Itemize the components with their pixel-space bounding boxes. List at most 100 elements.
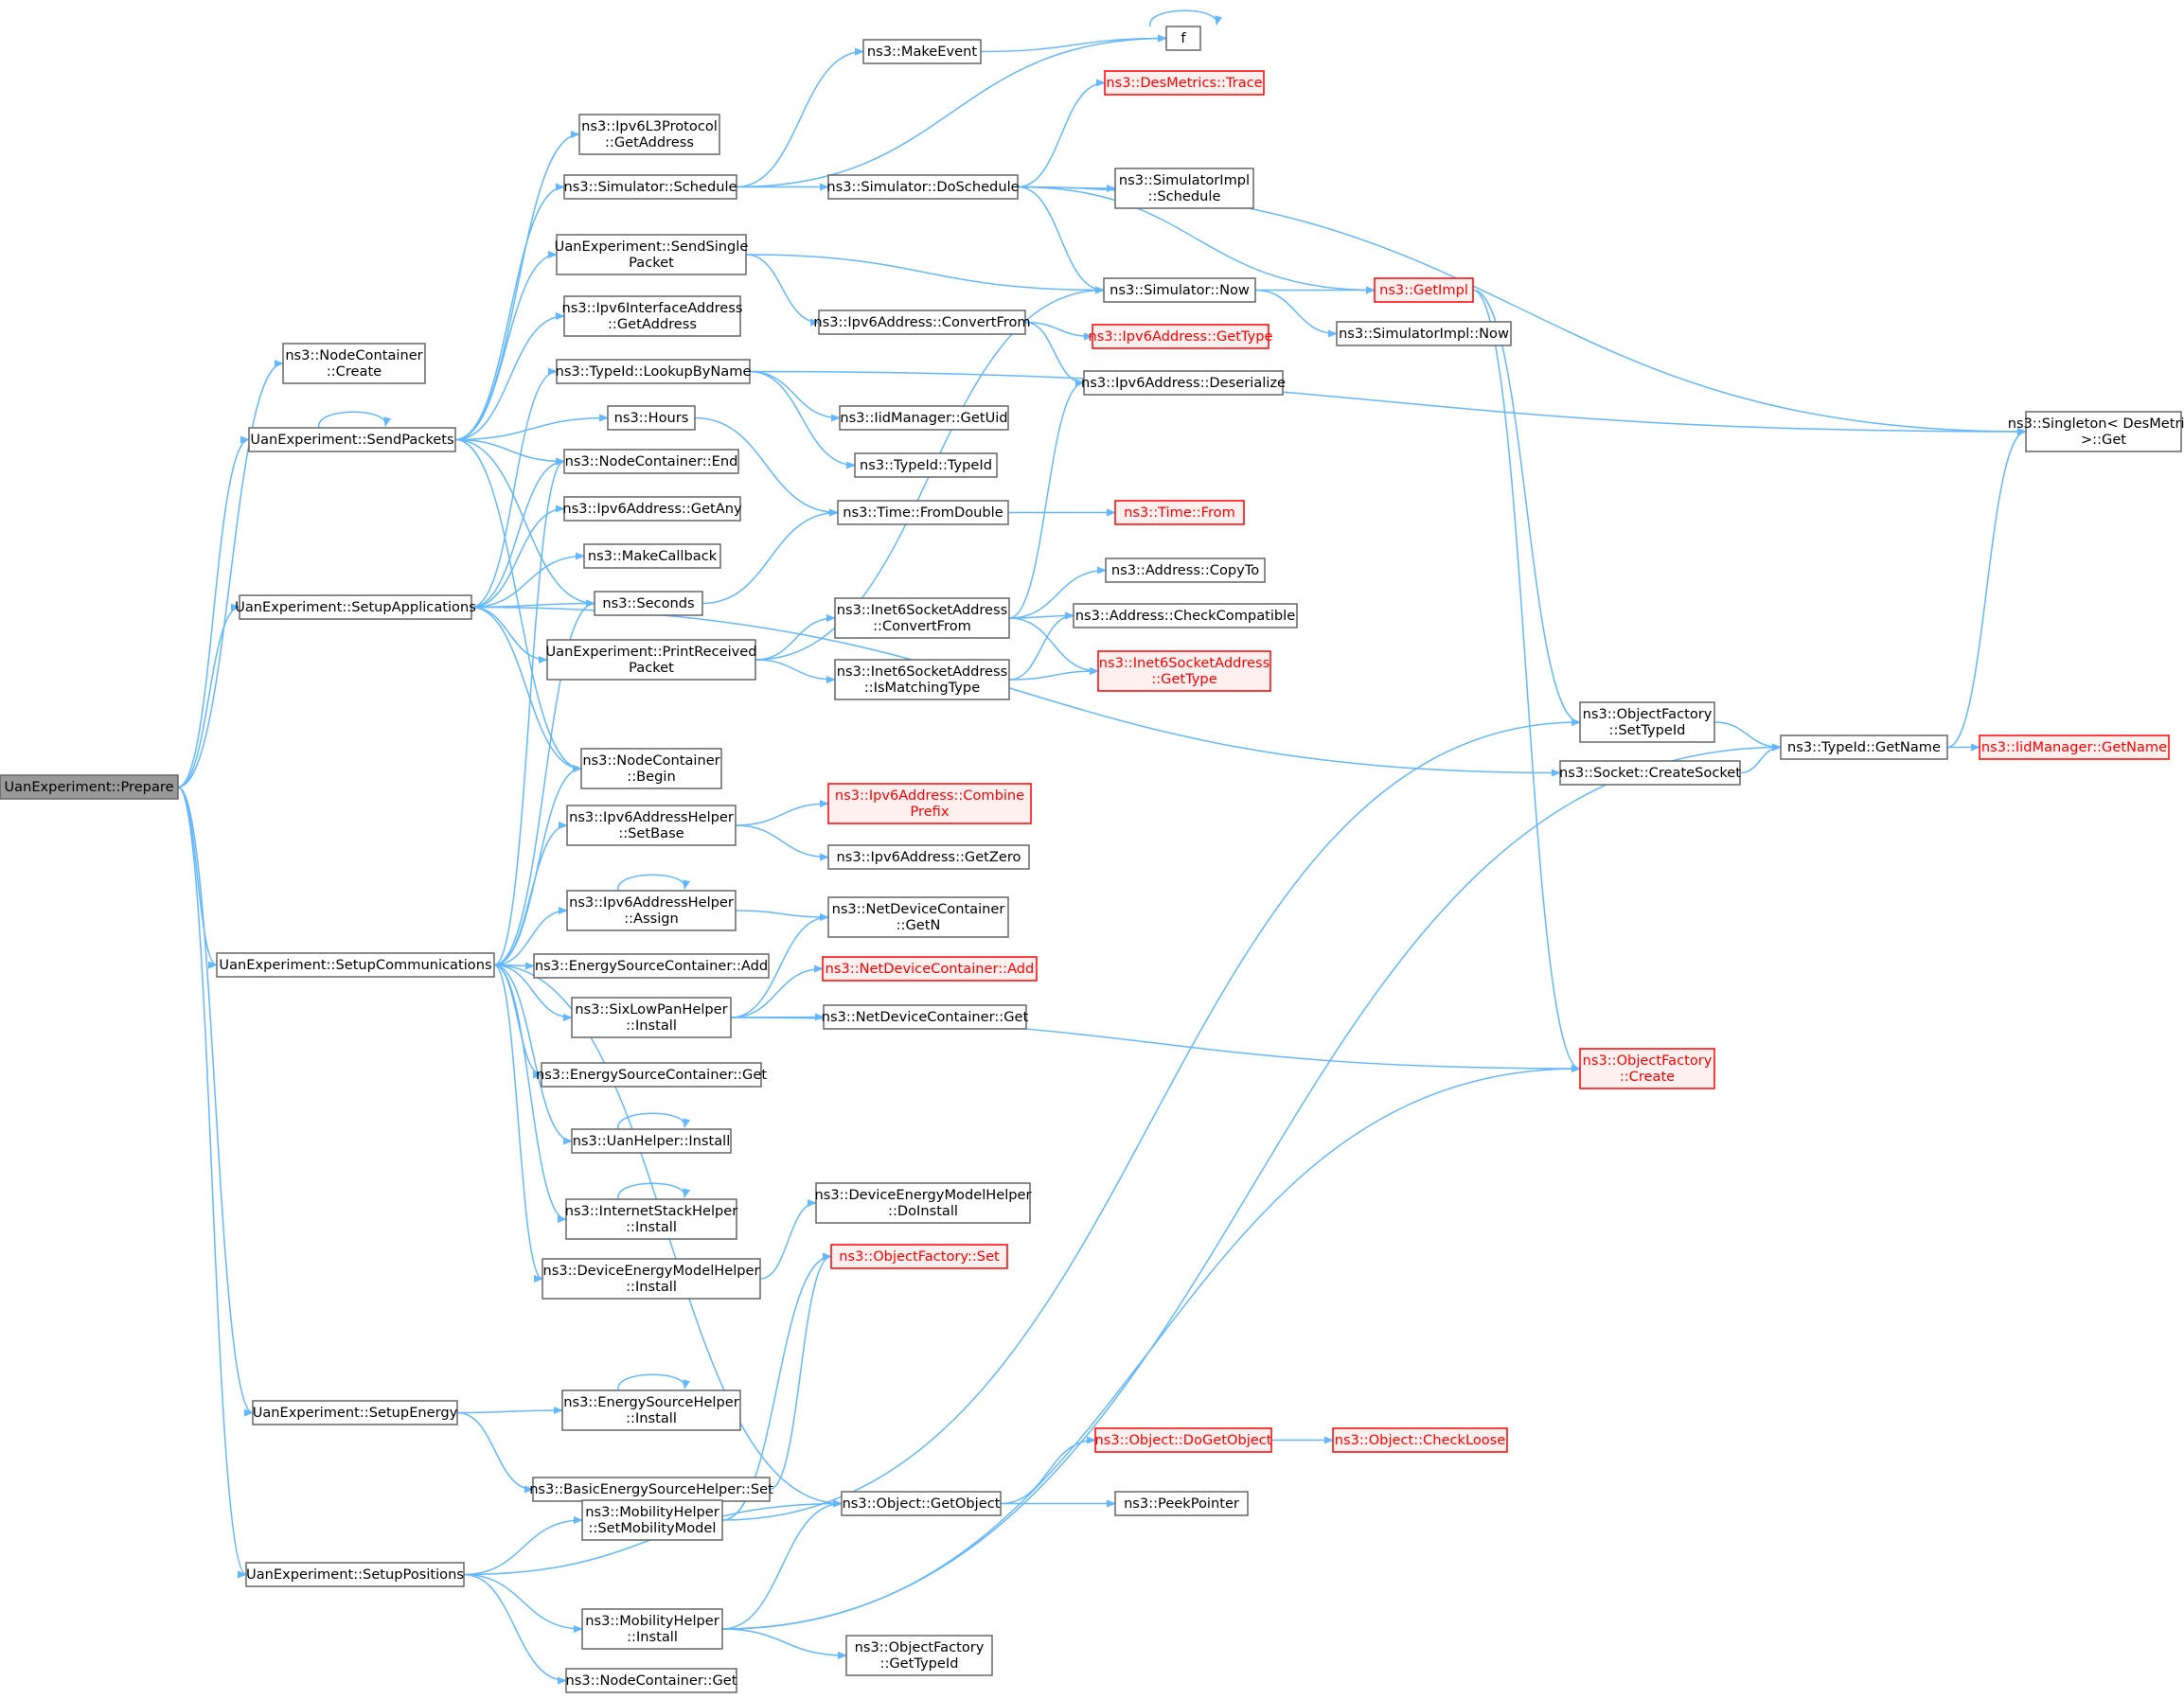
node-ns3-typeid-lookupbyname[interactable]: ns3::TypeId::LookupByName: [556, 359, 752, 384]
node-label: ns3::Object::DoGetObject: [1094, 1432, 1271, 1448]
node-ns3-nodecontainer-end[interactable]: ns3::NodeContainer::End: [563, 449, 739, 474]
node-ns3-object-getobject[interactable]: ns3::Object::GetObject: [841, 1491, 1002, 1516]
node-label: ns3::NetDeviceContainer: [832, 901, 1005, 917]
node-box: [563, 295, 741, 337]
node-ns3-ipv6address-convertfrom[interactable]: ns3::Ipv6Address::ConvertFrom: [813, 310, 1031, 335]
node-ns3-inet6socketaddress-convertfrom[interactable]: ns3::Inet6SocketAddress::ConvertFrom: [834, 597, 1010, 639]
node-label: ns3::Time::FromDouble: [843, 504, 1003, 521]
node-ns3-nodecontainer-create[interactable]: ns3::NodeContainer::Create: [282, 343, 426, 384]
node-label: ns3::ObjectFactory: [855, 1639, 985, 1655]
node-ns3-sixlowpanhelper-install[interactable]: ns3::SixLowPanHelper::Install: [571, 997, 732, 1038]
node-ns3-socket-createsocket[interactable]: ns3::Socket::CreateSocket: [1559, 760, 1741, 786]
node-ns3-makeevent[interactable]: ns3::MakeEvent: [862, 39, 982, 64]
node-box: [1092, 324, 1270, 349]
node-ns3-nodecontainer-get[interactable]: ns3::NodeContainer::Get: [565, 1668, 737, 1693]
edge-printreceived-to-inet6_convertfrom: [755, 614, 836, 661]
node-ns3-simulator-now[interactable]: ns3::Simulator::Now: [1103, 277, 1256, 303]
node-ns3-simulatorimpl-schedule[interactable]: ns3::SimulatorImpl::Schedule: [1114, 168, 1254, 209]
node-ns3-typeid-getname[interactable]: ns3::TypeId::GetName: [1780, 734, 1948, 760]
node-ns3-simulatorimpl-now[interactable]: ns3::SimulatorImpl::Now: [1336, 321, 1512, 346]
node-ns3-time-from[interactable]: ns3::Time::From: [1114, 500, 1245, 525]
node-ns3-deviceenergymodelhelper-doinstall[interactable]: ns3::DeviceEnergyModelHelper::DoInstall: [814, 1182, 1032, 1224]
node-uanexperiment-setupcommunications[interactable]: UanExperiment::SetupCommunications: [216, 952, 495, 978]
node-label: ns3::ObjectFactory: [1583, 1053, 1713, 1069]
node-ns3-deviceenergymodelhelper-install[interactable]: ns3::DeviceEnergyModelHelper::Install: [542, 1258, 761, 1300]
node-label: ns3::Ipv6Address::ConvertFrom: [813, 314, 1030, 330]
node-ns3-ipv6interfaceaddress-getaddress[interactable]: ns3::Ipv6InterfaceAddress::GetAddress: [562, 295, 743, 337]
node-ns3-netdevicecontainer-get[interactable]: ns3::NetDeviceContainer::Get: [822, 1004, 1029, 1030]
node-box: [245, 1562, 465, 1587]
node-ns3-object-dogetobject[interactable]: ns3::Object::DoGetObject: [1094, 1427, 1272, 1453]
node-label: ns3::MakeEvent: [867, 44, 978, 60]
node-ns3-objectfactory-set[interactable]: ns3::ObjectFactory::Set: [830, 1244, 1008, 1269]
node-ns3-objectfactory-settypeid[interactable]: ns3::ObjectFactory::SetTypeId: [1579, 701, 1715, 743]
node-ns3-ipv6address-deserialize[interactable]: ns3::Ipv6Address::Deserialize: [1081, 370, 1286, 396]
node-ns3-simulator-doschedule[interactable]: ns3::Simulator::DoSchedule: [826, 174, 1020, 200]
node-label: ::SetTypeId: [1609, 722, 1686, 738]
node-ns3-peekpointer[interactable]: ns3::PeekPointer: [1114, 1491, 1249, 1516]
node-label: ::Install: [626, 1219, 677, 1235]
node-label: ::DoInstall: [888, 1203, 958, 1219]
node-ns3-seconds[interactable]: ns3::Seconds: [594, 591, 703, 616]
node-ns3-time-fromdouble[interactable]: ns3::Time::FromDouble: [837, 500, 1009, 525]
node-uanexperiment-prepare[interactable]: UanExperiment::Prepare: [0, 774, 179, 800]
node-label: ns3::UanHelper::Install: [573, 1133, 731, 1149]
node-ns3-basicenergysourcehelper-set[interactable]: ns3::BasicEnergySourceHelper::Set: [529, 1477, 773, 1502]
node-ns3-address-checkcompatible[interactable]: ns3::Address::CheckCompatible: [1073, 603, 1298, 628]
node-ns3-netdevicecontainer-getn[interactable]: ns3::NetDeviceContainer::GetN: [827, 896, 1009, 938]
node-ns3-ipv6addresshelper-setbase[interactable]: ns3::Ipv6AddressHelper::SetBase: [566, 805, 737, 846]
node-uanexperiment-sendpackets[interactable]: UanExperiment::SendPackets: [248, 427, 456, 452]
node-ns3-ipv6addresshelper-assign[interactable]: ns3::Ipv6AddressHelper::Assign: [566, 890, 737, 931]
edge-sendpackets-to-sendpackets: [318, 411, 392, 429]
node-ns3-ipv6address-gettype[interactable]: ns3::Ipv6Address::GetType: [1089, 324, 1273, 349]
node-f[interactable]: f: [1165, 26, 1201, 51]
node-ns3-ipv6address-getzero[interactable]: ns3::Ipv6Address::GetZero: [827, 844, 1030, 870]
node-label: ns3::Ipv6Address::Combine: [835, 788, 1024, 804]
node-label: ns3::PeekPointer: [1124, 1495, 1239, 1512]
node-ns3-getimpl[interactable]: ns3::GetImpl: [1374, 277, 1474, 303]
node-label: ::GetAddress: [605, 134, 694, 150]
node-ns3-makecallback[interactable]: ns3::MakeCallback: [583, 543, 721, 569]
node-label: ns3::NodeContainer: [285, 347, 422, 363]
node-ns3-singleton-desmetrics-get[interactable]: ns3::Singleton< DesMetrics>::Get: [2008, 411, 2184, 452]
node-box: [839, 405, 1009, 431]
node-ns3-typeid-typeid[interactable]: ns3::TypeId::TypeId: [854, 452, 998, 478]
node-ns3-iidmanager-getname[interactable]: ns3::IidManager::GetName: [1979, 734, 2170, 760]
node-ns3-energysourcecontainer-get[interactable]: ns3::EnergySourceContainer::Get: [536, 1062, 767, 1088]
node-ns3-mobilityhelper-install[interactable]: ns3::MobilityHelper::Install: [581, 1608, 723, 1650]
node-ns3-ipv6l3protocol-getaddress[interactable]: ns3::Ipv6L3Protocol::GetAddress: [578, 114, 720, 155]
node-uanexperiment-setupenergy[interactable]: UanExperiment::SetupEnergy: [252, 1400, 458, 1425]
node-ns3-hours[interactable]: ns3::Hours: [607, 405, 696, 431]
node-ns3-uanhelper-install[interactable]: ns3::UanHelper::Install: [571, 1128, 732, 1154]
node-ns3-desmetrics-trace[interactable]: ns3::DesMetrics::Trace: [1104, 70, 1265, 96]
edge-demhelper_install-to-dem_doinstall: [759, 1199, 817, 1280]
node-ns3-mobilityhelper-setmobilitymodel[interactable]: ns3::MobilityHelper::SetMobilityModel: [581, 1499, 723, 1541]
node-ns3-objectfactory-gettypeid[interactable]: ns3::ObjectFactory::GetTypeId: [845, 1635, 993, 1676]
node-ns3-address-copyto[interactable]: ns3::Address::CopyTo: [1105, 557, 1266, 583]
node-ns3-iidmanager-getuid[interactable]: ns3::IidManager::GetUid: [839, 405, 1009, 431]
node-ns3-netdevicecontainer-add[interactable]: ns3::NetDeviceContainer::Add: [822, 956, 1038, 982]
node-box: [563, 496, 741, 522]
node-uanexperiment-setupapplications[interactable]: UanExperiment::SetupApplications: [235, 594, 476, 620]
edge-inet6_convertfrom-to-addr_copyto: [1008, 566, 1107, 619]
node-ns3-energysourcecontainer-add[interactable]: ns3::EnergySourceContainer::Add: [533, 953, 770, 979]
edge-sendpackets-to-hours: [454, 414, 609, 441]
node-ns3-energysourcehelper-install[interactable]: ns3::EnergySourceHelper::Install: [561, 1389, 741, 1431]
node-ns3-ipv6address-getany[interactable]: ns3::Ipv6Address::GetAny: [562, 496, 742, 522]
node-ns3-objectfactory-create[interactable]: ns3::ObjectFactory::Create: [1579, 1048, 1715, 1089]
node-ns3-inet6socketaddress-gettype[interactable]: ns3::Inet6SocketAddress::GetType: [1097, 650, 1271, 692]
node-uanexperiment-setuppositions[interactable]: UanExperiment::SetupPositions: [245, 1562, 465, 1587]
node-box: [1114, 1491, 1249, 1516]
node-ns3-nodecontainer-begin[interactable]: ns3::NodeContainer::Begin: [580, 748, 722, 789]
node-label: ns3::EnergySourceContainer::Add: [535, 958, 768, 974]
node-ns3-simulator-schedule[interactable]: ns3::Simulator::Schedule: [563, 174, 737, 200]
node-ns3-inet6socketaddress-ismatchingtype[interactable]: ns3::Inet6SocketAddress::IsMatchingType: [834, 659, 1010, 700]
node-ns3-object-checkloose[interactable]: ns3::Object::CheckLoose: [1332, 1427, 1508, 1453]
node-label: UanExperiment::SendPackets: [250, 432, 453, 448]
node-ns3-internetstackhelper-install[interactable]: ns3::InternetStackHelper::Install: [565, 1198, 738, 1240]
node-label: ns3::NetDeviceContainer::Get: [822, 1009, 1029, 1025]
node-label: ns3::Ipv6Address::GetType: [1089, 328, 1273, 345]
